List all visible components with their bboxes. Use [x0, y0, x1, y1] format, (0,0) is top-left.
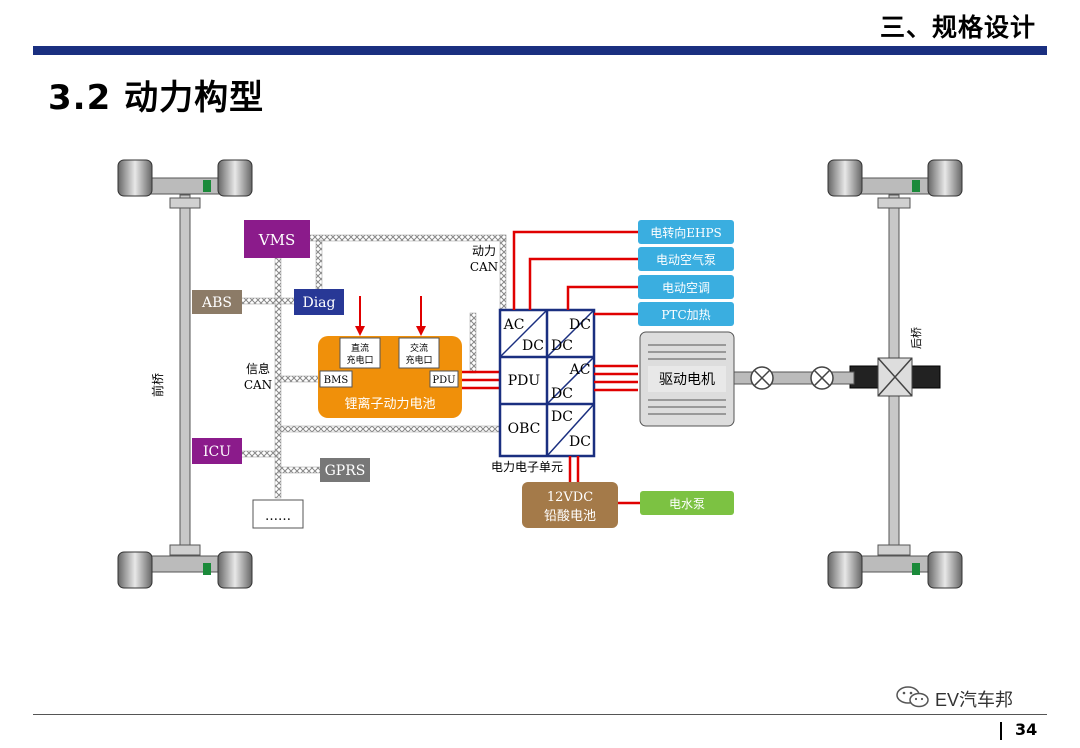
bms-box [319, 370, 353, 388]
svg-text:OBC: OBC [508, 421, 541, 437]
wheel-rear-left [827, 159, 863, 197]
svg-text:电转向EHPS: 电转向EHPS [650, 225, 722, 240]
ac-box [638, 275, 734, 299]
svg-text:DC: DC [522, 338, 544, 354]
power-electronics-unit [498, 308, 596, 458]
info-can-label-1: 信息 [246, 361, 270, 376]
svg-text:PDU: PDU [432, 375, 455, 386]
ehps-box [638, 220, 734, 244]
svg-text:AC: AC [503, 317, 525, 333]
front-axle: 前桥 [117, 159, 253, 589]
gprs-label: GPRS [325, 463, 366, 479]
svg-text:12VDC: 12VDC [547, 490, 593, 505]
brand-watermark: EV汽车邦 [935, 690, 1014, 710]
svg-text:DC: DC [551, 338, 573, 354]
ptc-box [638, 302, 734, 326]
abs-label: ABS [201, 295, 232, 311]
battery-label: 锂离子动力电池 [344, 396, 435, 412]
ellipsis-label: …… [265, 509, 291, 524]
footer-rule [33, 714, 1047, 715]
vms-box [244, 220, 310, 258]
hv-lines-accessories [512, 230, 640, 505]
wheel-front-left [117, 159, 153, 197]
wheel-rear-right [927, 159, 963, 197]
water-pump-box [640, 491, 734, 515]
svg-text:DC: DC [551, 409, 573, 425]
svg-text:铅酸电池: 铅酸电池 [544, 509, 596, 524]
header-rule [33, 46, 1047, 55]
rear-axle: 后桥 [827, 159, 963, 589]
icu-label: ICU [203, 444, 231, 460]
svg-text:PTC加热: PTC加热 [661, 308, 710, 322]
wechat-icon [896, 686, 929, 708]
info-can-label-2: CAN [244, 378, 272, 392]
front-axle-label: 前桥 [150, 373, 165, 397]
svg-text:PDU: PDU [508, 373, 541, 389]
svg-text:DC: DC [569, 317, 591, 333]
gprs-box [320, 458, 370, 482]
page-title: 3.2 动力构型 [48, 78, 265, 118]
lead-acid-battery [522, 482, 618, 528]
page-separator [1000, 722, 1002, 740]
diag-box [294, 289, 344, 315]
section-title: 三、规格设计 [879, 13, 1036, 42]
ellipsis-box [252, 499, 304, 529]
page-number: 34 [1015, 720, 1038, 739]
svg-text:电动空气泵: 电动空气泵 [656, 252, 716, 267]
diag-label: Diag [302, 295, 335, 311]
svg-text:交流: 交流 [410, 342, 428, 354]
svg-text:充电口: 充电口 [346, 354, 373, 366]
vms-label: VMS [258, 231, 295, 249]
motor [639, 331, 735, 427]
ac-charge-port [398, 337, 440, 369]
wheel-rear-left-front [117, 551, 153, 589]
svg-text:充电口: 充电口 [405, 354, 432, 366]
wheel-front-right [217, 159, 253, 197]
power-can-label-2: CAN [470, 260, 498, 274]
drive-shaft [733, 366, 855, 390]
svg-text:DC: DC [569, 434, 591, 450]
wheel-rear-right-front [217, 551, 253, 589]
rear-axle-label: 后桥 [910, 327, 923, 349]
air-pump-box [638, 247, 734, 271]
svg-text:电动空调: 电动空调 [662, 281, 710, 295]
wheel-rear-right-2 [927, 551, 963, 589]
abs-box [192, 290, 242, 314]
svg-text:BMS: BMS [324, 375, 349, 386]
power-can-label-1: 动力 [472, 244, 496, 258]
svg-text:电水泵: 电水泵 [669, 497, 705, 511]
pdu-small-box [429, 370, 459, 388]
pe-unit-label: 电力电子单元 [491, 460, 563, 474]
wheel-rear-left-2 [827, 551, 863, 589]
dc-charge-port [339, 337, 381, 369]
motor-label: 驱动电机 [659, 372, 715, 388]
icu-box [192, 438, 242, 464]
can-bus [239, 234, 507, 499]
svg-text:直流: 直流 [351, 342, 369, 354]
svg-text:DC: DC [551, 386, 573, 402]
hv-lines-battery [462, 370, 500, 390]
svg-text:AC: AC [569, 362, 591, 378]
